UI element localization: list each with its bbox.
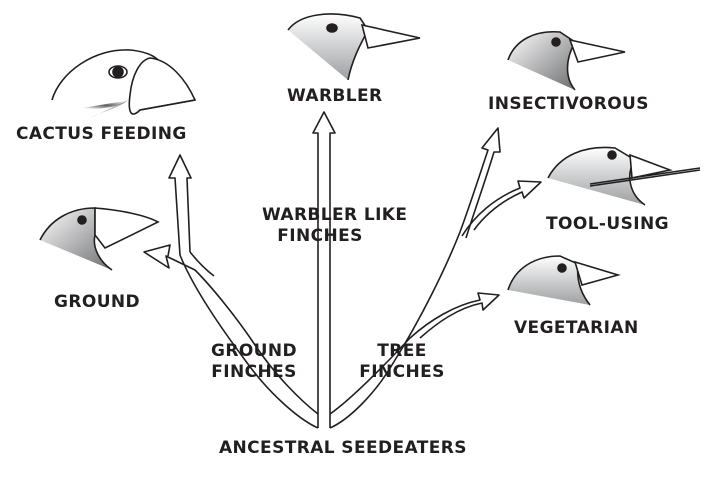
bird-ground (39, 207, 160, 271)
label-tree-line2: FINCHES (359, 362, 445, 382)
label-ground-line1: GROUND (210, 341, 298, 361)
bird-warbler (287, 13, 421, 81)
bird-vegetarian (507, 255, 621, 306)
branch-ground-join (189, 251, 215, 277)
label-warbler-line1: WARBLER LIKE (262, 205, 408, 225)
label-tree-finches: TREE FINCHES (354, 341, 450, 383)
branch-warbler (312, 111, 336, 428)
label-warbler-line2: FINCHES (277, 226, 363, 246)
label-warbler-like-finches: WARBLER LIKE FINCHES (262, 205, 408, 247)
label-vegetarian: VEGETARIAN (514, 318, 639, 338)
label-tree-line1: TREE (377, 341, 427, 361)
label-tool-using: TOOL-USING (546, 214, 669, 234)
label-ground-line2: FINCHES (211, 362, 297, 382)
bird-insectivorous (507, 30, 626, 91)
label-cactus-feeding: CACTUS FEEDING (16, 124, 187, 144)
bird-tool-using (547, 146, 701, 206)
branch-tool (461, 180, 542, 237)
bird-cactus-feeding (51, 49, 197, 118)
label-warbler: WARBLER (287, 86, 383, 106)
branch-ground-outer (168, 154, 319, 429)
label-insectivorous: INSECTIVOROUS (488, 94, 649, 114)
branch-tree-outer (329, 127, 501, 429)
branch-ground-inner (143, 244, 319, 415)
branch-vegetarian (329, 292, 500, 415)
label-ancestral-seedeaters: ANCESTRAL SEEDEATERS (219, 438, 467, 458)
label-ground-finches: GROUND FINCHES (206, 341, 302, 383)
label-ground: GROUND (54, 292, 141, 312)
